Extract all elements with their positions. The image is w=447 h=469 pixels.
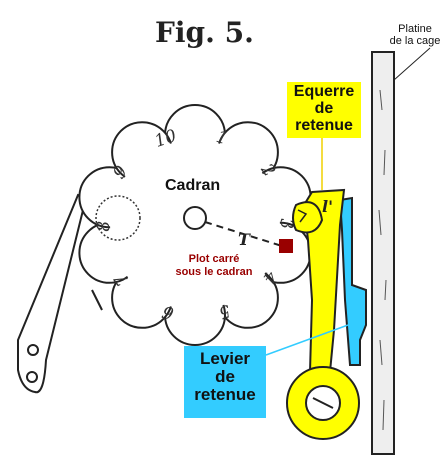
dial-center-hole — [183, 206, 207, 230]
left-lever-hook — [91, 289, 103, 311]
dial-pointer-line — [204, 221, 283, 247]
dial-numeral: 3 — [276, 218, 296, 229]
plot-label-line: sous le cadran — [175, 266, 252, 278]
levier-de-retenue — [338, 196, 367, 366]
pivot-screw-slot — [312, 397, 334, 409]
equerre-label: Equerre de retenue — [287, 82, 361, 138]
levier-leader-line — [265, 324, 349, 356]
platine-leader-line — [393, 47, 431, 81]
cadran-label: Cadran — [165, 177, 220, 194]
left-lever — [17, 193, 88, 394]
platine-plate — [371, 51, 395, 455]
levier-label: Levier de retenue — [184, 346, 266, 418]
left-lever-screw-2 — [26, 371, 38, 383]
equerre-mark-l: l' — [322, 197, 333, 216]
dial-detent-circle — [95, 195, 141, 241]
platine-label: Platine de la cage — [389, 23, 441, 47]
figure-title: Fig. 5. — [155, 16, 254, 49]
notch-tooth — [297, 209, 308, 223]
left-lever-screw-1 — [27, 344, 39, 356]
cadran-mark-t: T — [238, 230, 251, 249]
plot-label-line: Plot carré — [189, 253, 240, 265]
dial-numeral: 8 — [94, 221, 114, 232]
equerre-notch — [292, 201, 324, 234]
plot-carre — [279, 239, 293, 253]
plate-texture — [378, 89, 387, 431]
equerre-de-retenue — [286, 188, 360, 440]
